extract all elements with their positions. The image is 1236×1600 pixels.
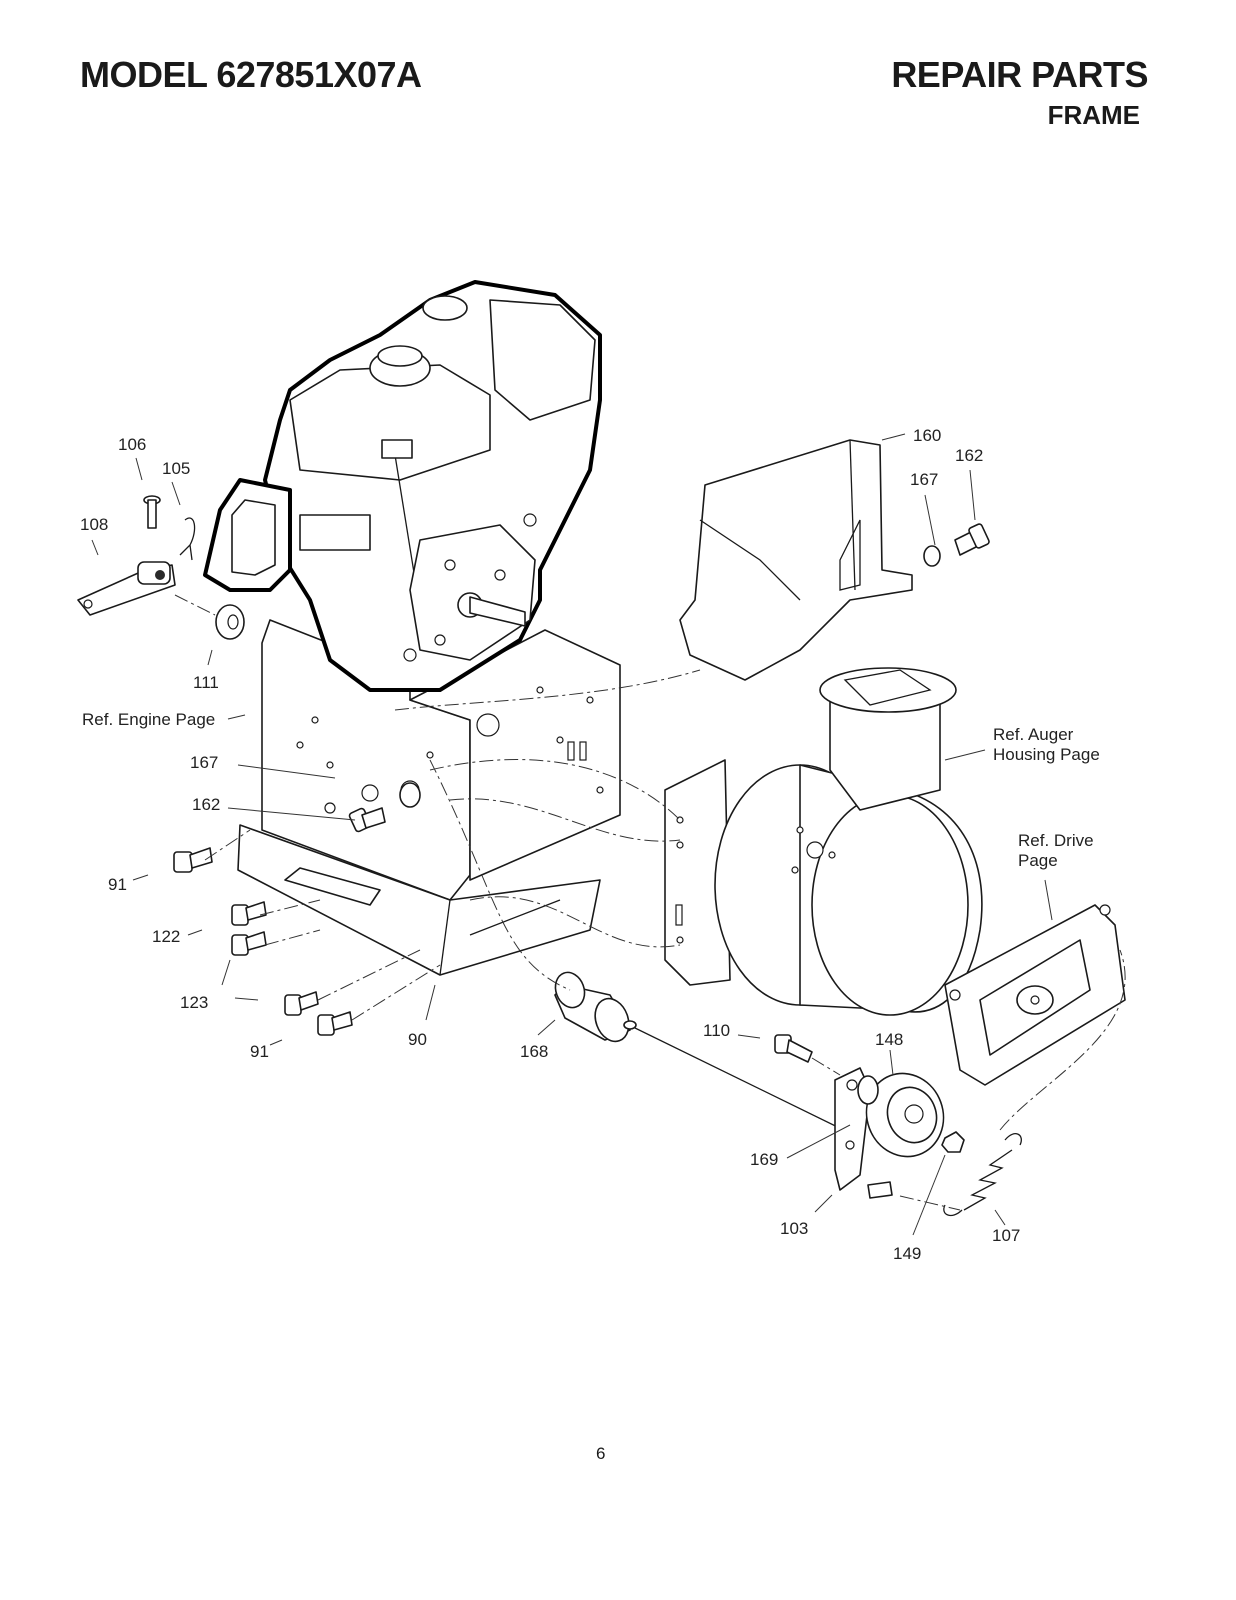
nut-149 (941, 1131, 965, 1153)
callout-162-right: 162 (955, 446, 983, 465)
callout-103: 103 (780, 1219, 808, 1238)
link-bracket (77, 561, 176, 616)
bolt-162-left (348, 782, 421, 833)
bolt-91-bottom-a (284, 991, 319, 1016)
callout-168: 168 (520, 1042, 548, 1061)
callout-149: 149 (893, 1244, 921, 1263)
clevis-pin (143, 495, 161, 529)
bolt-91-bottom-b (317, 1011, 353, 1036)
callout-169: 169 (750, 1150, 778, 1169)
callout-167-left: 167 (190, 753, 218, 772)
belt-cover-body (679, 439, 913, 681)
frame-slot (284, 867, 381, 906)
callout-122: 122 (152, 927, 180, 946)
washer-111 (215, 604, 245, 640)
auger-housing (664, 667, 983, 1016)
hairpin (179, 517, 196, 561)
section-title: FRAME (1047, 100, 1140, 130)
bolt-122 (231, 901, 267, 926)
callout-111: 111 (193, 673, 219, 692)
bolt-123 (231, 931, 267, 956)
repair-parts-title: REPAIR PARTS (891, 54, 1148, 95)
oil-cap (422, 295, 468, 321)
spring-107 (943, 1133, 1022, 1217)
callout-108: 108 (80, 515, 108, 534)
shoulder-bolt-110 (774, 1034, 813, 1063)
ref-engine-page: Ref. Engine Page (82, 710, 215, 729)
callout-123: 123 (180, 993, 208, 1012)
callout-148: 148 (875, 1030, 903, 1049)
idler-pulley-148 (857, 1072, 945, 1158)
callout-91-bottom: 91 (250, 1042, 269, 1061)
housing-flange (664, 759, 731, 986)
ref-auger-line-1: Ref. Auger (993, 725, 1074, 744)
ref-drive-line-2: Page (1018, 851, 1058, 870)
housing-ring-front (811, 794, 969, 1016)
callout-167-right: 167 (910, 470, 938, 489)
callout-90: 90 (408, 1030, 427, 1049)
frame-assembly (237, 619, 621, 976)
ref-auger-line-2: Housing Page (993, 745, 1100, 764)
callout-160: 160 (913, 426, 941, 445)
crankshaft (469, 596, 526, 627)
muffler (489, 299, 596, 421)
belt-cover (679, 439, 913, 681)
model-title: MODEL 627851X07A (80, 54, 422, 95)
drive-bracket (944, 904, 1126, 1086)
roller-168 (554, 971, 631, 1043)
ref-drive-line-1: Ref. Drive (1018, 831, 1094, 850)
callout-162-left: 162 (192, 795, 220, 814)
callout-107: 107 (992, 1226, 1020, 1245)
callout-110: 110 (703, 1021, 730, 1040)
page-number: 6 (596, 1444, 606, 1463)
engine (203, 280, 602, 692)
fuel-tank (289, 364, 491, 481)
callout-106: 106 (118, 435, 146, 454)
chute-collar (819, 667, 957, 713)
bolt-162-right (923, 523, 990, 567)
callout-91-left: 91 (108, 875, 127, 894)
callout-105: 105 (162, 459, 190, 478)
bolt-91-left (173, 847, 213, 873)
frame-right-plate (409, 629, 621, 881)
idler-rod (623, 1020, 861, 1139)
